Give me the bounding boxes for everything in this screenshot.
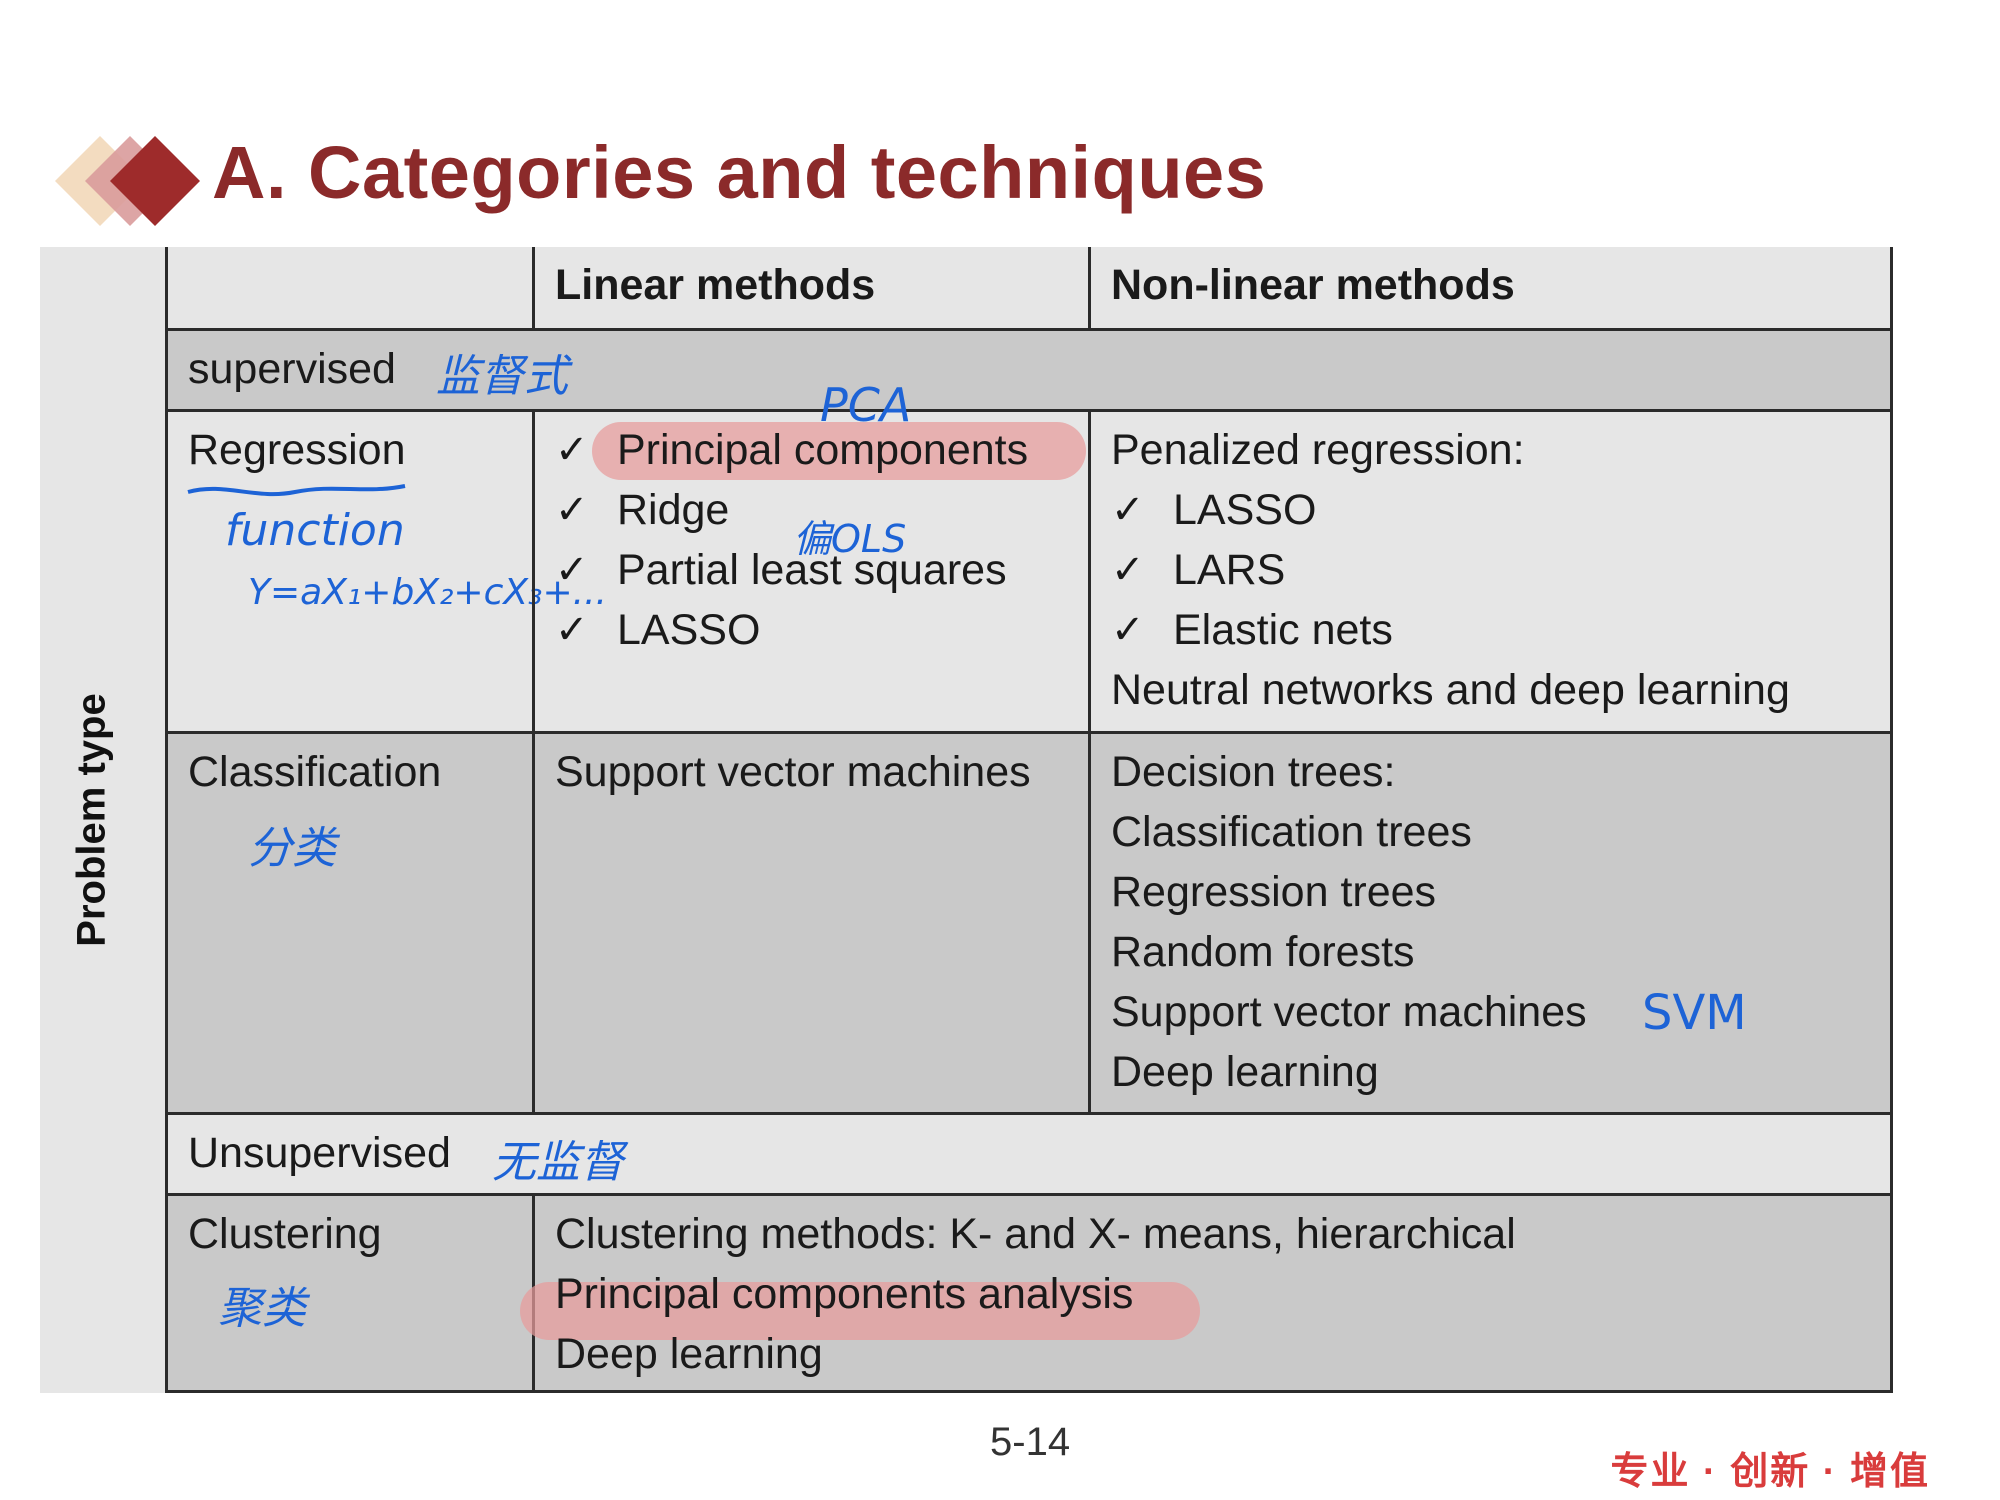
unsupervised-row: Unsupervised	[165, 1112, 1890, 1196]
check-icon: ✓	[555, 428, 589, 472]
page-number: 5-14	[990, 1420, 1071, 1464]
check-icon: ✓	[1111, 608, 1145, 652]
unsupervised-handwritten-note: 无监督	[492, 1137, 624, 1188]
regression-linear-cell: ✓Principal components ✓Ridge ✓Partial le…	[532, 409, 1091, 734]
classification-handwritten-note: 分类	[248, 823, 336, 874]
list-item: Principal components analysis	[555, 1270, 1134, 1318]
clustering-handwritten-note: 聚类	[218, 1283, 306, 1334]
pca-highlight	[592, 422, 1086, 480]
regression-label: Regression	[188, 426, 406, 474]
list-item: Random forests	[1111, 928, 1415, 976]
regression-label-cell: Regression	[165, 409, 535, 734]
list-item: ✓Ridge	[555, 480, 1071, 540]
classification-nonlinear-cell: Decision trees: Classification trees Reg…	[1088, 731, 1890, 1115]
list-item: Clustering methods: K- and X- means, hie…	[555, 1210, 1516, 1258]
list-item: Classification trees	[1111, 808, 1472, 856]
list-item: ✓Principal components	[555, 420, 1071, 480]
list-item: ✓LARS	[1111, 540, 1870, 600]
regression-function-note: function	[225, 505, 405, 556]
header-empty-cell	[165, 247, 535, 331]
supervised-row: supervised	[165, 328, 1890, 412]
regression-underline-icon	[187, 484, 406, 497]
check-icon: ✓	[1111, 548, 1145, 592]
clustering-label: Clustering	[188, 1210, 382, 1258]
neural-networks-item: Neutral networks and deep learning	[1111, 666, 1790, 714]
check-icon: ✓	[555, 548, 589, 592]
header-linear-methods: Linear methods	[532, 247, 1091, 331]
slide-title: A. Categories and techniques	[212, 131, 1267, 214]
problem-type-label: Problem type	[69, 693, 114, 947]
svm-handwritten-note: SVM	[1642, 985, 1747, 1041]
pca-analysis-highlight	[520, 1282, 1200, 1340]
unsupervised-label: Unsupervised	[188, 1129, 451, 1177]
svm-linear-item: Support vector machines	[555, 748, 1031, 796]
classification-linear-cell: Support vector machines	[532, 731, 1091, 1115]
list-item: Decision trees:	[1111, 748, 1396, 796]
check-icon: ✓	[1111, 488, 1145, 532]
regression-nonlinear-cell: Penalized regression: ✓LASSO ✓LARS ✓Elas…	[1088, 409, 1890, 734]
list-item: ✓Elastic nets	[1111, 600, 1870, 660]
diamond-logo-icon	[55, 136, 200, 226]
list-item: ✓LASSO	[1111, 480, 1870, 540]
ols-handwritten-note: 偏OLS	[793, 517, 907, 561]
header-nonlinear-methods: Non-linear methods	[1088, 247, 1890, 331]
regression-formula-note: Y=aX₁+bX₂+cX₃+...	[248, 572, 607, 613]
list-item: ✓Partial least squares	[555, 540, 1071, 600]
classification-label: Classification	[188, 748, 442, 796]
list-item: ✓LASSO	[555, 600, 1071, 660]
pca-handwritten-note: PCA	[820, 378, 912, 432]
list-item: Regression trees	[1111, 868, 1437, 916]
check-icon: ✓	[555, 488, 589, 532]
supervised-label: supervised	[188, 345, 396, 393]
check-icon: ✓	[555, 608, 589, 652]
penalized-regression-heading: Penalized regression:	[1111, 426, 1525, 474]
brand-slogan: 专业 · 创新 · 增值	[1610, 1451, 1930, 1493]
supervised-handwritten-note: 监督式	[436, 351, 568, 402]
classification-label-cell: Classification	[165, 731, 535, 1115]
clustering-label-cell: Clustering	[165, 1193, 535, 1390]
clustering-methods-list: Clustering methods: K- and X- means, hie…	[532, 1193, 1890, 1390]
list-item: Support vector machines	[1111, 988, 1587, 1036]
list-item: Deep learning	[555, 1330, 823, 1378]
list-item: Deep learning	[1111, 1048, 1379, 1096]
